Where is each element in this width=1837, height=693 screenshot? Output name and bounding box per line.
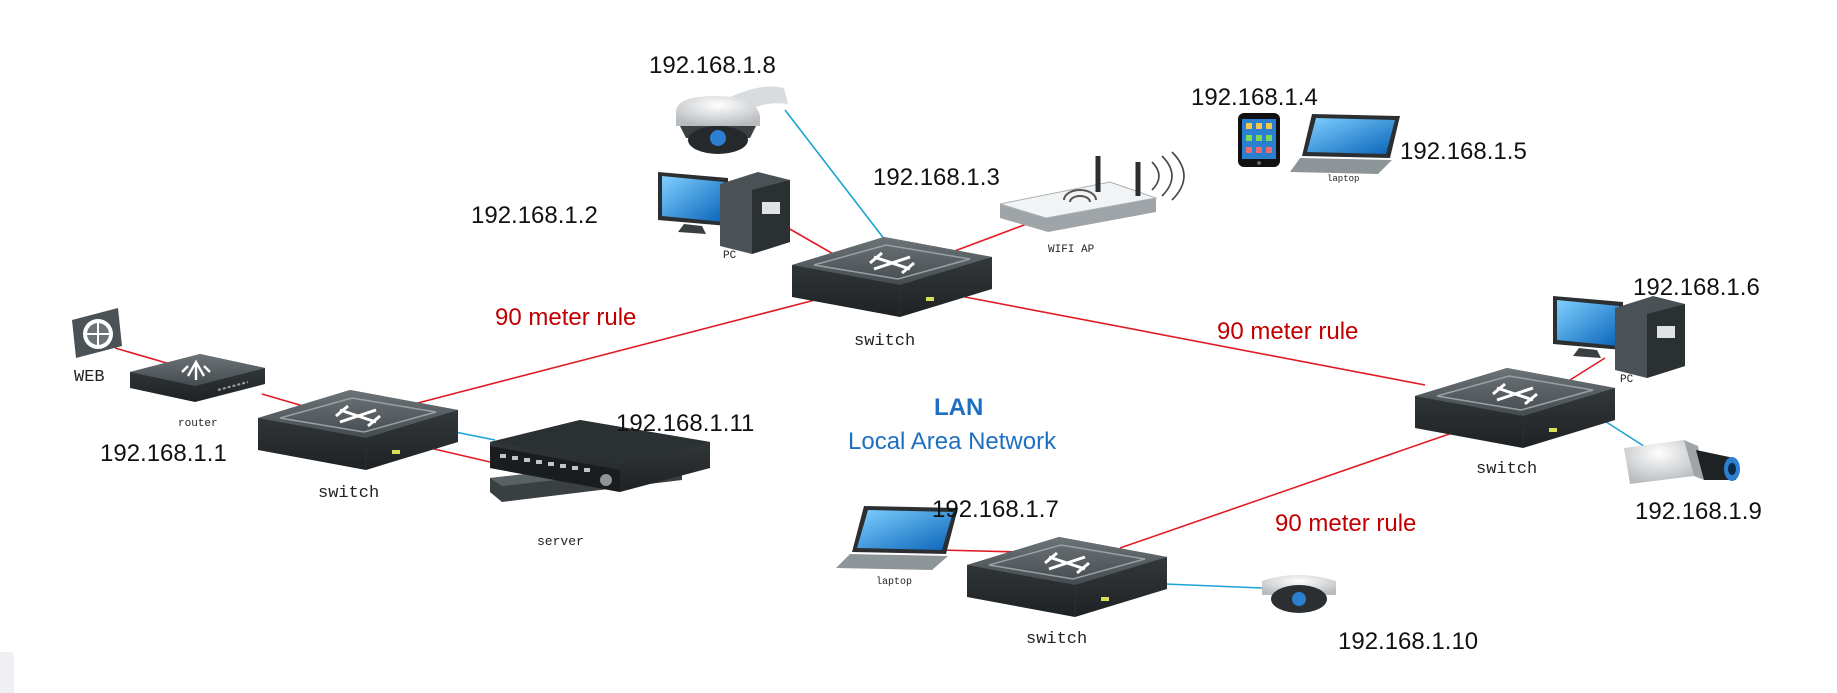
- laptop-icon-top: [1290, 114, 1400, 174]
- phone-icon: [1238, 113, 1280, 167]
- web-globe-icon: [72, 308, 122, 358]
- switch-4-label: switch: [1026, 630, 1088, 649]
- link-switch3-switch4: [1119, 431, 1456, 549]
- ip-label-pc-left: 192.168.1.2: [471, 202, 598, 229]
- link-switch3-cam9: [1599, 417, 1651, 451]
- web-label: WEB: [74, 368, 105, 387]
- ip-label-bullet-camera: 192.168.1.9: [1635, 498, 1762, 525]
- ip-label-pc-right: 192.168.1.6: [1633, 274, 1760, 301]
- link-switch1-server-cyan: [454, 431, 496, 441]
- link-web-router: [114, 347, 171, 365]
- ip-label-server: 192.168.1.11: [616, 410, 755, 437]
- rule-label-left: 90 meter rule: [495, 304, 637, 331]
- switch-2-label: switch: [854, 332, 916, 351]
- pc-label-right: PC: [1620, 374, 1634, 386]
- switch-4-icon: [965, 535, 1169, 619]
- ip-label-dome-camera: 192.168.1.10: [1338, 628, 1479, 655]
- ip-label-laptop-bottom: 192.168.1.7: [932, 496, 1059, 523]
- ethernet-links: [114, 221, 1606, 553]
- lan-title: LAN: [934, 394, 984, 421]
- router-icon: [130, 354, 265, 402]
- ptz-camera-icon: [676, 86, 788, 154]
- rule-label-right: 90 meter rule: [1217, 318, 1359, 345]
- server-icon: [490, 420, 710, 502]
- laptop-icon-bottom: [836, 506, 958, 570]
- link-cam8-switch2: [784, 109, 886, 241]
- wifi-ap-label: WIFI AP: [1048, 244, 1095, 256]
- link-switch2-switch3: [964, 296, 1426, 386]
- switch-3-label: switch: [1476, 460, 1538, 479]
- router-label: router: [178, 418, 218, 430]
- dome-camera-icon: [1262, 575, 1336, 613]
- pc-icon-right: [1553, 296, 1685, 378]
- link-switch4-dome10: [1164, 583, 1263, 589]
- link-pc-switch2: [787, 227, 836, 256]
- switch-1-label: switch: [318, 484, 380, 503]
- link-switch2-wifi: [951, 221, 1033, 253]
- pc-icon-left: [658, 172, 790, 254]
- ip-label-switch-2: 192.168.1.3: [873, 164, 1000, 191]
- link-switch3-pc: [1569, 357, 1606, 381]
- wifi-ap-icon: [999, 151, 1185, 232]
- scroll-corner-tab[interactable]: [0, 652, 14, 693]
- ip-label-ptz-camera: 192.168.1.8: [649, 52, 776, 79]
- ip-label-phone: 192.168.1.4: [1191, 84, 1318, 111]
- laptop-label-top: laptop: [1327, 174, 1360, 184]
- rule-label-bottom: 90 meter rule: [1275, 510, 1417, 537]
- link-switch1-switch2: [409, 299, 816, 406]
- lan-subtitle: Local Area Network: [848, 428, 1057, 455]
- pc-label-left: PC: [723, 250, 737, 262]
- bullet-camera-icon: [1624, 440, 1740, 484]
- ip-label-router: 192.168.1.1: [100, 440, 227, 467]
- camera-links: [454, 109, 1651, 589]
- link-switch1-server: [429, 447, 491, 463]
- server-label: server: [537, 534, 584, 549]
- laptop-label-bottom: laptop: [876, 577, 913, 588]
- link-laptop-switch4: [939, 549, 1019, 553]
- ip-label-laptop-top: 192.168.1.5: [1400, 138, 1527, 165]
